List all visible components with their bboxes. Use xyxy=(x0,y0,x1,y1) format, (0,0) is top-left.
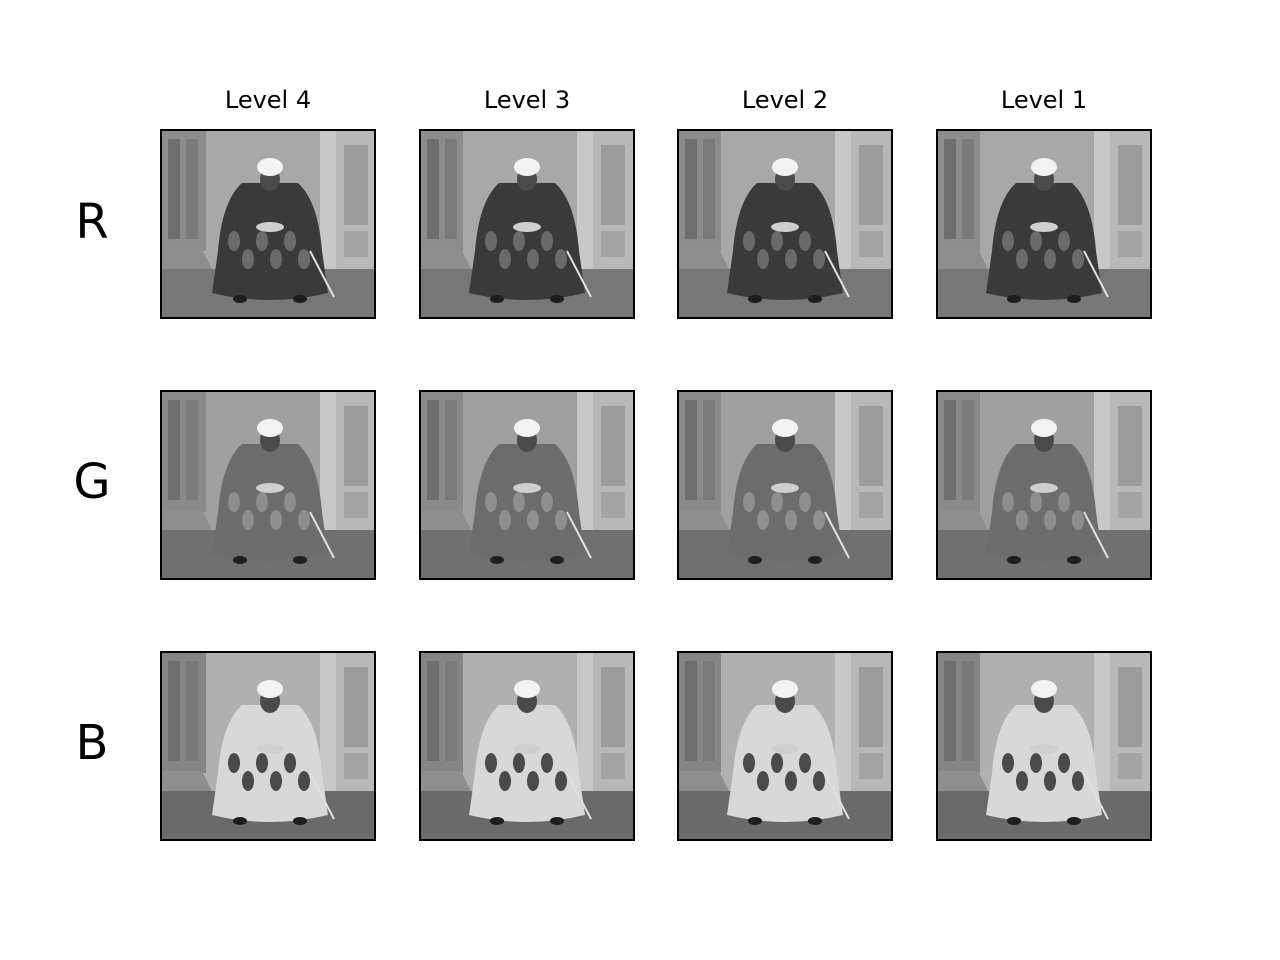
channel-image-g-level-3 xyxy=(419,390,635,580)
portrait-photo xyxy=(938,131,1150,317)
column-title-level-4: Level 4 xyxy=(224,86,312,114)
portrait-photo xyxy=(679,392,891,578)
portrait-photo xyxy=(421,392,633,578)
portrait-photo xyxy=(679,131,891,317)
channel-image-r-level-1 xyxy=(936,129,1152,319)
portrait-photo xyxy=(938,653,1150,839)
channel-image-b-level-2 xyxy=(677,651,893,841)
row-label-r: R xyxy=(75,194,109,250)
portrait-photo xyxy=(162,653,374,839)
row-label-b: B xyxy=(75,715,109,771)
portrait-photo xyxy=(679,653,891,839)
column-title-level-3: Level 3 xyxy=(483,86,571,114)
channel-image-b-level-1 xyxy=(936,651,1152,841)
column-title-level-1: Level 1 xyxy=(1000,86,1088,114)
column-title-level-2: Level 2 xyxy=(741,86,829,114)
channel-image-r-level-4 xyxy=(160,129,376,319)
channel-image-b-level-3 xyxy=(419,651,635,841)
channel-image-r-level-2 xyxy=(677,129,893,319)
channel-image-b-level-4 xyxy=(160,651,376,841)
channel-image-g-level-1 xyxy=(936,390,1152,580)
portrait-photo xyxy=(421,653,633,839)
channel-image-g-level-4 xyxy=(160,390,376,580)
portrait-photo xyxy=(162,392,374,578)
channel-image-g-level-2 xyxy=(677,390,893,580)
portrait-photo xyxy=(162,131,374,317)
portrait-photo xyxy=(938,392,1150,578)
row-label-g: G xyxy=(73,454,111,510)
channel-image-r-level-3 xyxy=(419,129,635,319)
portrait-photo xyxy=(421,131,633,317)
